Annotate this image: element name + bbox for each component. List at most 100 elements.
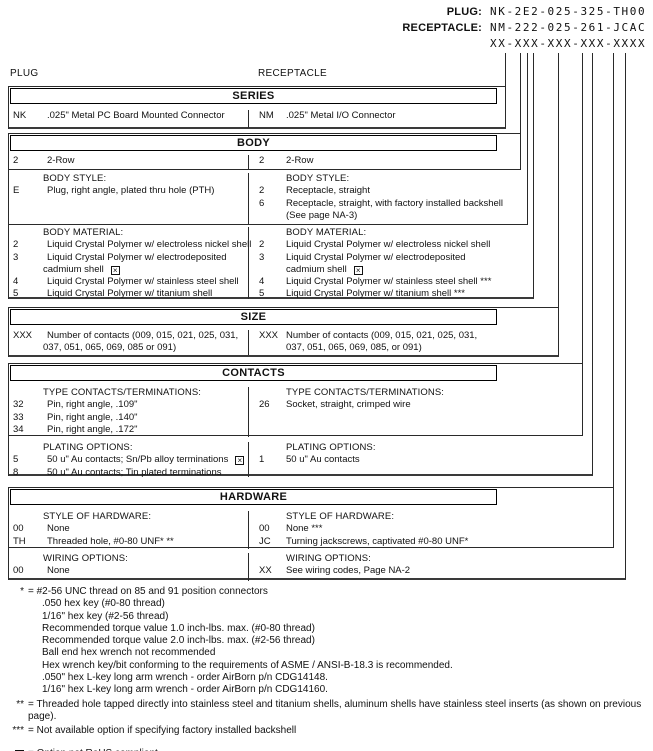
table-row: E Plug, right angle, plated thru hole (P… bbox=[9, 185, 248, 197]
table-row: NM .025" Metal I/O Connector bbox=[249, 110, 506, 122]
option-code: 32 bbox=[13, 399, 24, 411]
option-desc: Threaded hole, #0-80 UNF* ** bbox=[47, 535, 174, 547]
footnote-text: = Not available option if specifying fac… bbox=[28, 725, 297, 737]
rohs-box-icon: × bbox=[235, 456, 245, 466]
option-desc-continued: cadmium shell × bbox=[43, 264, 248, 276]
footnote-subline: Recommended torque value 2.0 inch-lbs. m… bbox=[42, 635, 315, 647]
footnote-text: = Option not RoHS compliant bbox=[28, 748, 646, 751]
table-row: 2 Receptacle, straight bbox=[249, 185, 521, 197]
option-desc-continued: 037, 051, 065, 069, 085 or 091) bbox=[43, 342, 177, 354]
option-code: E bbox=[13, 185, 20, 197]
receptacle-part-number: NM-222-025-261-JCAC bbox=[490, 21, 647, 34]
footnote-marker: ** bbox=[16, 698, 24, 710]
footnote-marker: * bbox=[20, 586, 24, 597]
hardware-style-receptacle: STYLE OF HARDWARE: 00 None *** JC Turnin… bbox=[248, 511, 614, 549]
size-plug: XXX Number of contacts (009, 015, 021, 0… bbox=[9, 330, 248, 355]
option-desc: Liquid Crystal Polymer w/ stainless stee… bbox=[286, 276, 492, 288]
option-code: 1 bbox=[259, 454, 265, 466]
body-title: BODY bbox=[10, 135, 497, 151]
table-row: 3 Liquid Crystal Polymer w/ electrodepos… bbox=[249, 252, 521, 264]
table-row: 00 None bbox=[9, 565, 248, 577]
contacts-title: CONTACTS bbox=[10, 365, 497, 381]
series-receptacle-column: NM .025" Metal I/O Connector bbox=[248, 110, 506, 128]
footnote-star: * = #2-56 UNC thread on 85 and 91 positi… bbox=[8, 586, 646, 598]
table-row: 5 50 u" Au contacts; Sn/Pb alloy termina… bbox=[9, 454, 248, 466]
hardware-style-block: STYLE OF HARDWARE: 00 None TH Threaded h… bbox=[9, 505, 614, 549]
footnote-subline: 1/16" hex key (#2-56 thread) bbox=[42, 610, 169, 622]
spacer bbox=[8, 738, 646, 748]
footnote-subline: Recommended torque value 1.0 inch-lbs. m… bbox=[42, 622, 315, 634]
option-desc: Liquid Crystal Polymer w/ stainless stee… bbox=[47, 276, 239, 288]
body-style-plug: BODY STYLE: E Plug, right angle, plated … bbox=[9, 173, 248, 225]
table-row: 2 2-Row bbox=[9, 155, 248, 167]
table-row: 8 50 u" Au contacts; Tin plated terminat… bbox=[9, 467, 248, 479]
section-hardware: HARDWARE STYLE OF HARDWARE: 00 None TH T… bbox=[8, 487, 614, 581]
table-row: 5 Liquid Crystal Polymer w/ titanium she… bbox=[9, 288, 248, 300]
contact-type-block: TYPE CONTACTS/TERMINATIONS: 32 Pin, righ… bbox=[9, 381, 583, 437]
plug-column-caption: PLUG bbox=[10, 68, 39, 79]
group-label: BODY MATERIAL: bbox=[286, 227, 367, 238]
footnote-subline: Hex wrench key/bit conforming to the req… bbox=[42, 659, 453, 671]
rohs-box-icon: × bbox=[110, 265, 120, 275]
table-row: 2 Liquid Crystal Polymer w/ electroless … bbox=[9, 239, 252, 251]
group-label: TYPE CONTACTS/TERMINATIONS: bbox=[43, 387, 202, 398]
option-desc: Liquid Crystal Polymer w/ electrodeposit… bbox=[47, 251, 227, 263]
option-code: 2 bbox=[259, 155, 265, 166]
option-desc: None *** bbox=[286, 523, 323, 535]
body-material-receptacle: BODY MATERIAL: 2 Liquid Crystal Polymer … bbox=[248, 227, 521, 299]
table-row: XXX Number of contacts (009, 015, 021, 0… bbox=[249, 330, 559, 342]
x-glyph: × bbox=[237, 456, 243, 466]
section-series: SERIES NK .025" Metal PC Board Mounted C… bbox=[8, 86, 506, 129]
footnote-subline: 1/16" hex L-key long arm wrench - order … bbox=[42, 684, 328, 696]
table-row: 6 Receptacle, straight, with factory ins… bbox=[249, 198, 521, 210]
option-desc: Liquid Crystal Polymer w/ electroless ni… bbox=[47, 239, 252, 251]
table-row: JC Turning jackscrews, captivated #0-80 … bbox=[249, 536, 614, 548]
section-size: SIZE XXX Number of contacts (009, 015, 0… bbox=[8, 307, 559, 357]
option-desc-continued: 037, 051, 065, 069, 085, or 091) bbox=[286, 342, 422, 354]
series-plug-column: NK .025" Metal PC Board Mounted Connecto… bbox=[9, 110, 248, 128]
option-code: XXX bbox=[13, 330, 33, 341]
option-desc: 50 u" Au contacts bbox=[286, 454, 360, 466]
plating-block: PLATING OPTIONS: 5 50 u" Au contacts; Sn… bbox=[9, 437, 583, 479]
plating-plug: PLATING OPTIONS: 5 50 u" Au contacts; Sn… bbox=[9, 442, 248, 479]
plating-receptacle: PLATING OPTIONS: 1 50 u" Au contacts bbox=[248, 442, 583, 477]
contact-type-receptacle: TYPE CONTACTS/TERMINATIONS: 26 Socket, s… bbox=[248, 387, 583, 437]
option-code: 6 bbox=[259, 197, 265, 209]
footnote-subline: .050" hex L-key long arm wrench - order … bbox=[42, 672, 328, 684]
option-code: NK bbox=[13, 110, 27, 121]
plug-part-number-row: PLUG: NK-2E2-025-325-TH00 bbox=[402, 5, 648, 21]
option-desc: Plug, right angle, plated thru hole (PTH… bbox=[47, 185, 215, 197]
option-code: XX bbox=[259, 565, 272, 577]
option-desc: Socket, straight, crimped wire bbox=[286, 399, 411, 411]
contact-type-plug: TYPE CONTACTS/TERMINATIONS: 32 Pin, righ… bbox=[9, 387, 248, 437]
series-block: NK .025" Metal PC Board Mounted Connecto… bbox=[9, 104, 506, 128]
option-desc: cadmium shell bbox=[43, 263, 104, 275]
option-desc: Liquid Crystal Polymer w/ electrodeposit… bbox=[286, 251, 466, 263]
body-style-receptacle: BODY STYLE: 2 Receptacle, straight 6 Rec… bbox=[248, 173, 521, 225]
option-desc: None bbox=[47, 523, 70, 535]
plug-label: PLUG: bbox=[446, 6, 482, 18]
plug-part-number: NK-2E2-025-325-TH00 bbox=[490, 5, 647, 18]
option-desc: 50 u" Au contacts; Sn/Pb alloy terminati… bbox=[47, 454, 229, 466]
option-desc: Number of contacts (009, 015, 021, 025, … bbox=[286, 330, 478, 341]
footnote-marker: × bbox=[8, 748, 24, 751]
option-desc-continued: cadmium shell× bbox=[286, 264, 521, 276]
series-title: SERIES bbox=[10, 88, 497, 104]
option-desc: cadmium shell bbox=[286, 263, 347, 275]
table-row: XXX Number of contacts (009, 015, 021, 0… bbox=[9, 330, 248, 342]
option-desc: Pin, right angle, .109" bbox=[47, 399, 138, 411]
wiring-block: WIRING OPTIONS: 00 None WIRING OPTIONS: … bbox=[9, 549, 614, 581]
table-row: 1 50 u" Au contacts bbox=[249, 454, 583, 466]
option-desc: Pin, right angle, .140" bbox=[47, 411, 138, 423]
size-title: SIZE bbox=[10, 309, 497, 325]
wiring-receptacle: WIRING OPTIONS: XX See wiring codes, Pag… bbox=[248, 553, 614, 581]
table-row: 2 Liquid Crystal Polymer w/ electroless … bbox=[249, 239, 521, 251]
option-code: 2 bbox=[259, 185, 265, 197]
group-label: TYPE CONTACTS/TERMINATIONS: bbox=[286, 387, 445, 398]
body-style-block: BODY STYLE: E Plug, right angle, plated … bbox=[9, 170, 521, 225]
option-code: 5 bbox=[13, 454, 19, 466]
option-desc: Pin, right angle, .172" bbox=[47, 423, 138, 435]
group-label: BODY MATERIAL: bbox=[43, 227, 124, 238]
body-material-block: BODY MATERIAL: 2 Liquid Crystal Polymer … bbox=[9, 225, 521, 299]
